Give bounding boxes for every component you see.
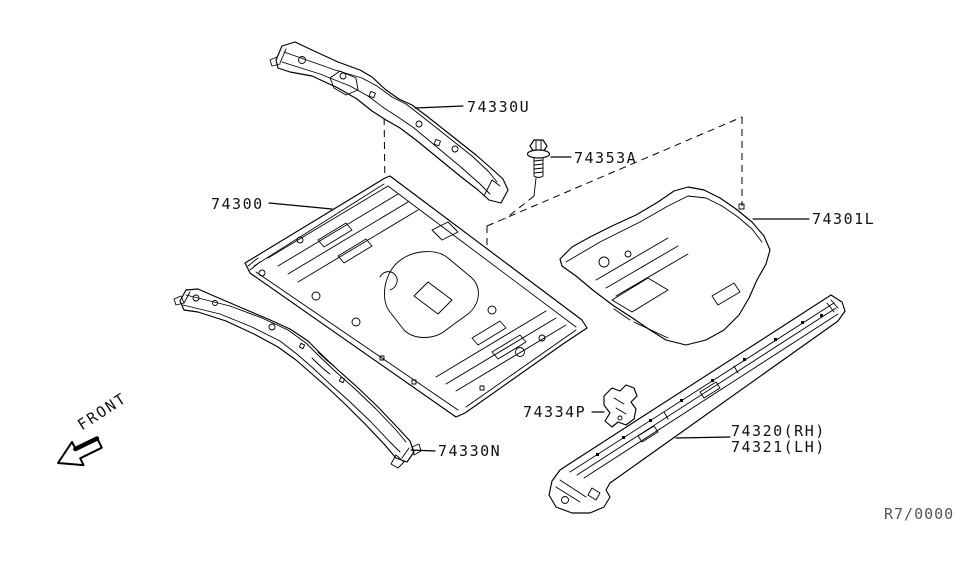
- leader-lines: [268, 105, 810, 452]
- label-74330U[interactable]: 74330U: [467, 98, 531, 116]
- part-74300-floor-panel: [244, 175, 588, 418]
- front-arrow-icon: [57, 436, 103, 467]
- label-74301L[interactable]: 74301L: [812, 210, 876, 228]
- label-74330N[interactable]: 74330N: [438, 442, 502, 460]
- part-74320-sill: [548, 294, 846, 514]
- part-74334P-bracket: [603, 384, 638, 428]
- label-74353A[interactable]: 74353A: [574, 149, 638, 167]
- part-74353A-bolt-icon: [526, 139, 551, 178]
- label-74320-RH[interactable]: 74320(RH): [731, 422, 826, 440]
- part-74330N-crossmember: [173, 288, 422, 469]
- label-74321-LH[interactable]: 74321(LH): [731, 438, 826, 456]
- part-74330U-crossmember: [269, 41, 509, 204]
- label-74300[interactable]: 74300: [211, 195, 264, 213]
- label-74334P[interactable]: 74334P: [523, 403, 587, 421]
- part-74301L-rear-floor-front: [559, 186, 771, 346]
- drawing-code: R7/0000: [884, 505, 955, 523]
